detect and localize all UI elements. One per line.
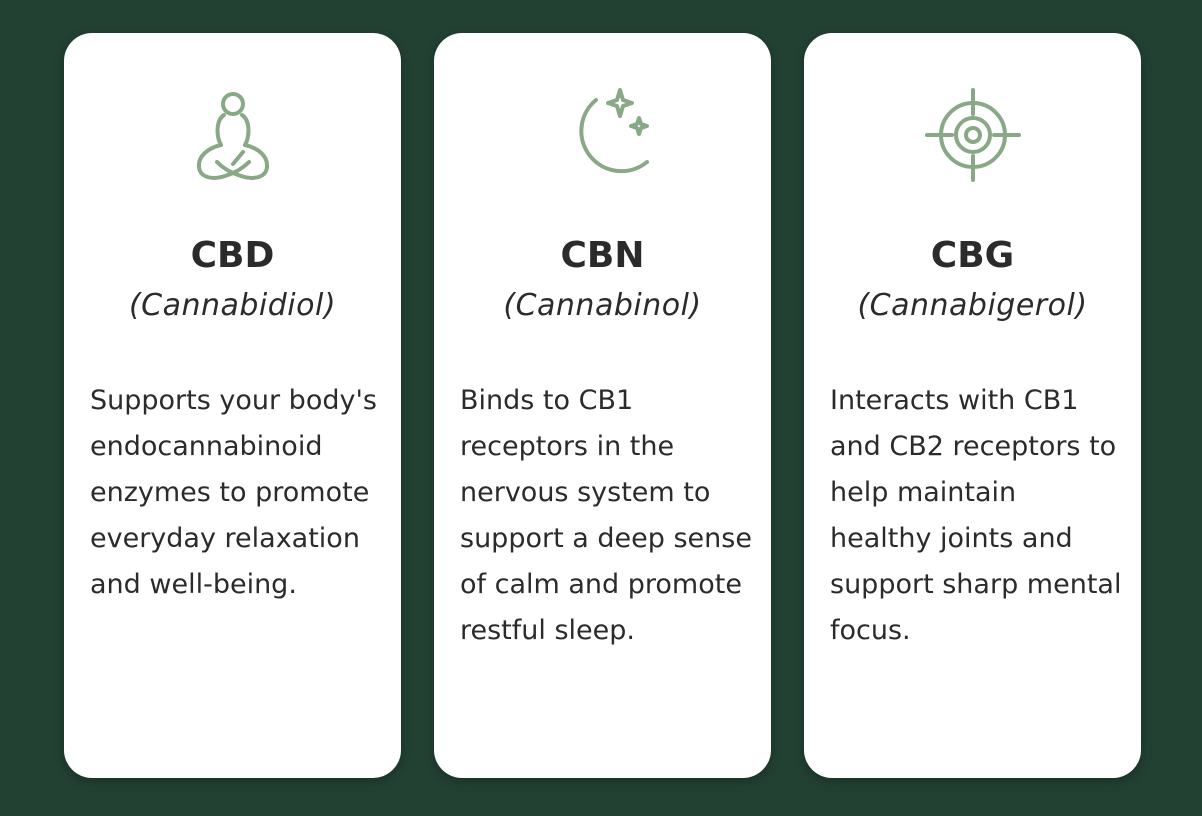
moon-stars-icon: [553, 88, 653, 188]
target-icon: [923, 88, 1023, 188]
cannabinoid-name: CBN: [560, 235, 645, 276]
cannabinoid-description: Binds to CB1 receptors in the nervous sy…: [460, 385, 752, 646]
cannabinoid-description: Supports your body's endocannabinoid enz…: [90, 385, 377, 600]
cannabinoid-full-name: (Cannabidiol): [128, 288, 337, 323]
card-cbg: CBG (Cannabigerol) Interacts with CB1 an…: [804, 33, 1141, 778]
cannabinoid-full-name: (Cannabinol): [503, 288, 702, 323]
cannabinoid-full-name: (Cannabigerol): [857, 288, 1088, 323]
card-cbd: CBD (Cannabidiol) Supports your body's e…: [64, 33, 401, 778]
card-cbn: CBN (Cannabinol) Binds to CB1 receptors …: [434, 33, 771, 778]
cannabinoid-description: Interacts with CB1 and CB2 receptors to …: [830, 385, 1122, 646]
meditation-icon: [183, 88, 283, 188]
cannabinoid-name: CBD: [190, 235, 275, 276]
cannabinoid-name: CBG: [930, 235, 1015, 276]
